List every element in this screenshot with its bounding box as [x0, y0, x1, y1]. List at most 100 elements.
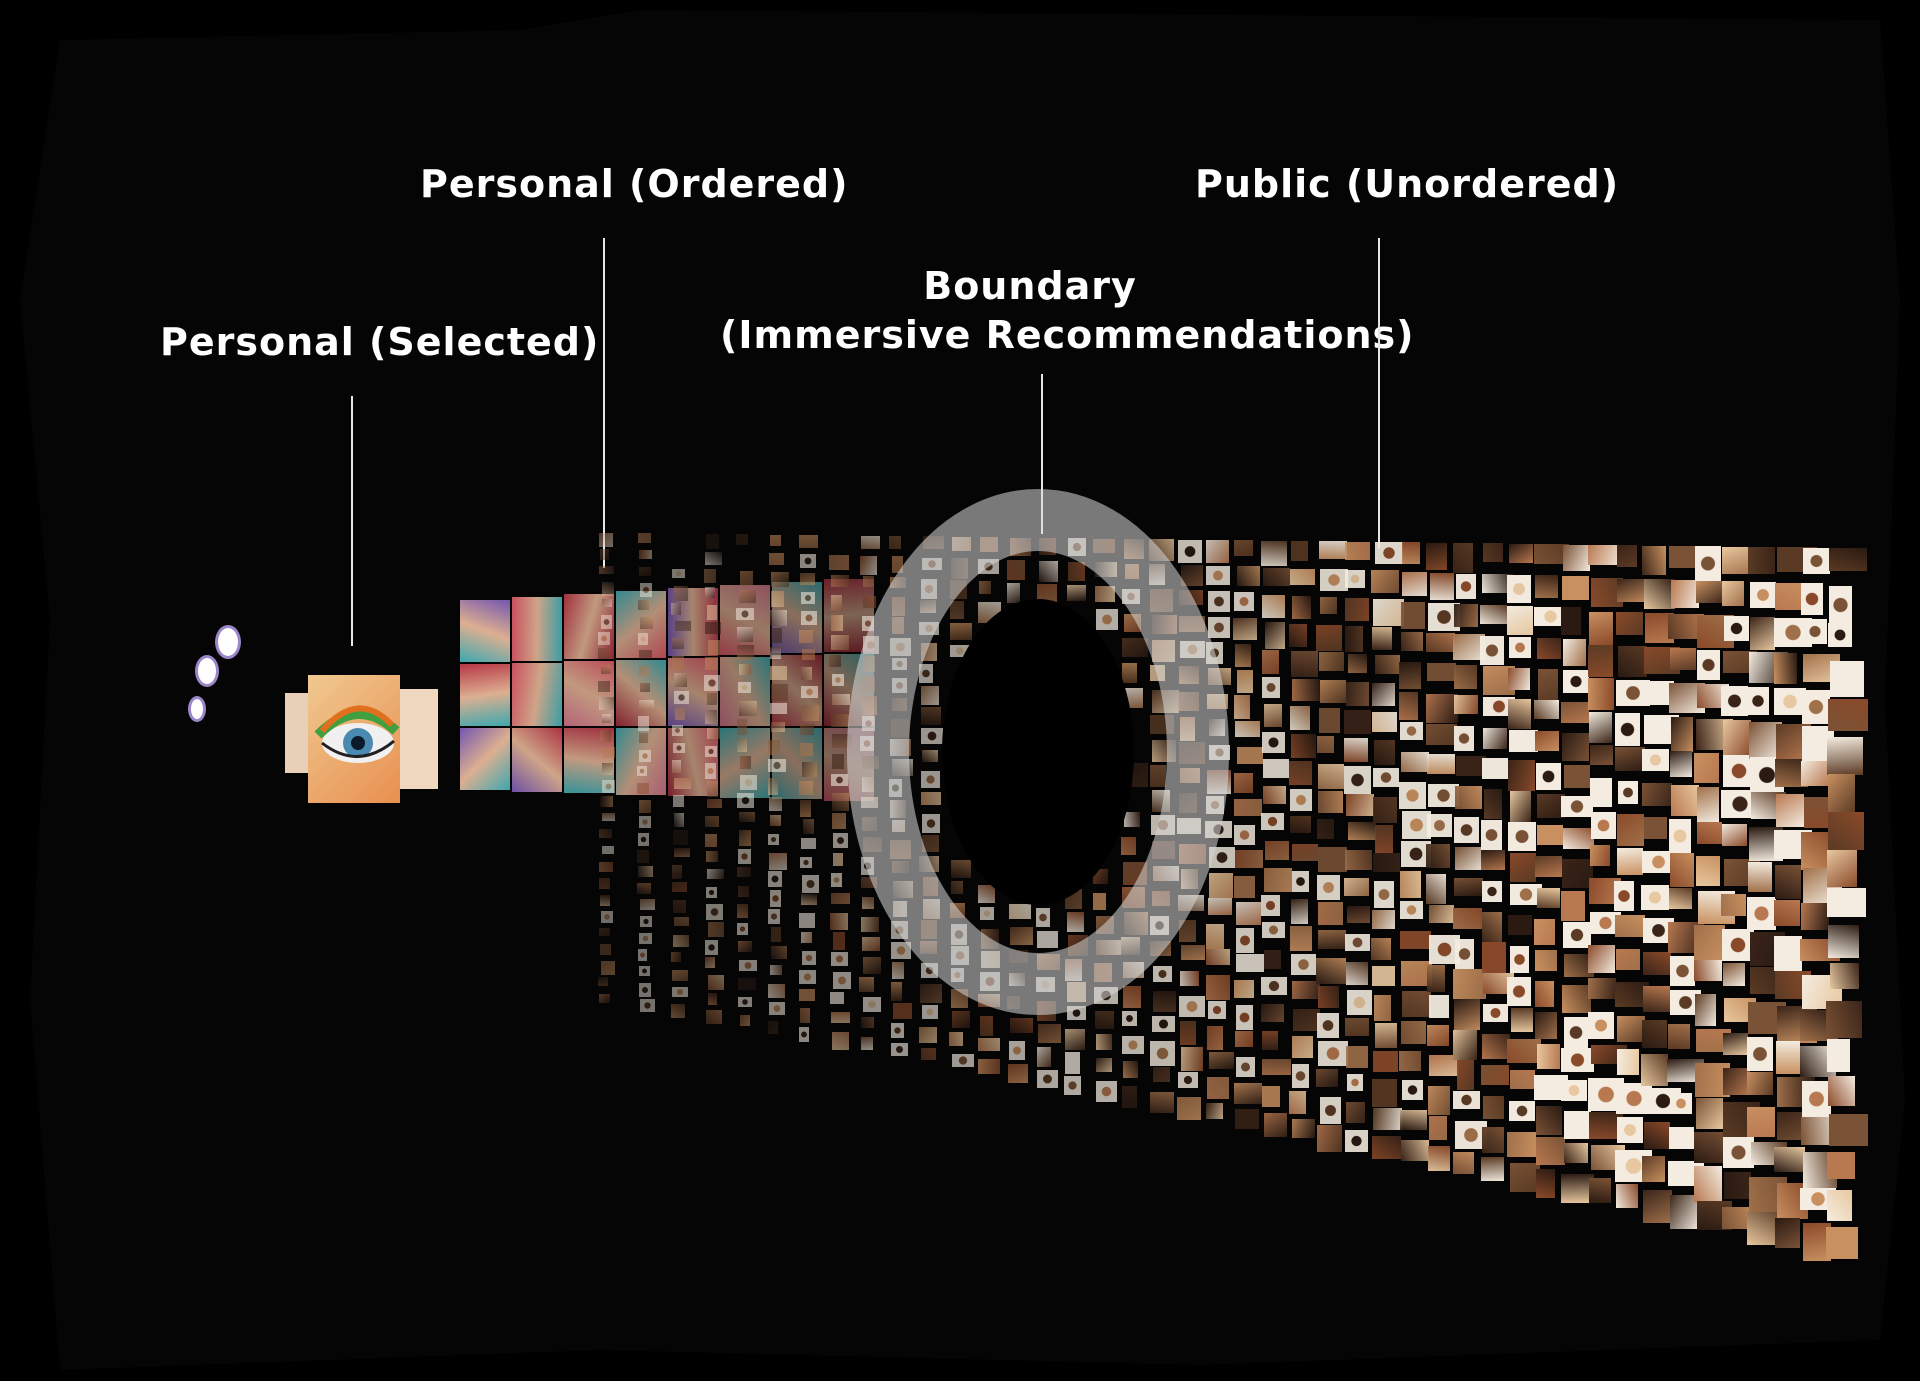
artifact-image[interactable] [1036, 584, 1057, 605]
artifact-image[interactable] [889, 536, 901, 549]
artifact-image[interactable] [1152, 740, 1176, 763]
artifact-image[interactable] [636, 882, 652, 895]
artifact-image[interactable] [1371, 966, 1396, 986]
artifact-image[interactable] [738, 996, 752, 1007]
artifact-image[interactable] [1346, 962, 1368, 985]
artifact-image[interactable] [1206, 975, 1231, 1000]
artifact-image[interactable] [921, 920, 937, 940]
artifact-image[interactable] [1561, 1174, 1594, 1203]
artifact-image[interactable] [919, 1026, 937, 1044]
artifact-image[interactable] [1696, 580, 1731, 603]
artifact-image[interactable] [1426, 693, 1459, 723]
artifact-image[interactable] [1615, 612, 1644, 635]
artifact-image[interactable] [1453, 908, 1483, 930]
artifact-image[interactable] [1344, 1018, 1369, 1037]
artifact-image[interactable] [1560, 701, 1590, 723]
artifact-image[interactable] [768, 852, 787, 870]
artifact-image[interactable] [639, 982, 651, 997]
artifact-image[interactable] [1749, 581, 1776, 608]
artifact-image[interactable] [672, 742, 685, 753]
artifact-image[interactable] [1346, 793, 1374, 817]
artifact-image[interactable] [1723, 720, 1752, 756]
artifact-image[interactable] [1509, 946, 1529, 974]
artifact-image[interactable] [1149, 915, 1170, 936]
artifact-image[interactable] [1318, 846, 1347, 872]
artifact-image[interactable] [1829, 963, 1859, 990]
artifact-image[interactable] [1234, 695, 1250, 719]
artifact-image[interactable] [1670, 853, 1695, 887]
artifact-image[interactable] [1398, 661, 1422, 690]
artifact-image[interactable] [1261, 595, 1286, 618]
artifact-image[interactable] [707, 692, 717, 706]
artifact-image[interactable] [673, 830, 689, 845]
artifact-image[interactable] [921, 962, 938, 978]
artifact-image[interactable] [1371, 683, 1396, 706]
artifact-image[interactable] [1428, 1085, 1451, 1116]
artifact-image[interactable] [1180, 869, 1199, 890]
artifact-image[interactable] [736, 626, 753, 642]
artifact-image[interactable] [639, 666, 649, 676]
artifact-image[interactable] [1774, 900, 1800, 926]
artifact-image[interactable] [1507, 977, 1531, 1006]
artifact-image[interactable] [1400, 1140, 1429, 1161]
artifact-image[interactable] [1507, 1131, 1536, 1157]
artifact-image[interactable] [1152, 614, 1177, 634]
artifact-image[interactable] [1262, 649, 1279, 674]
artifact-image[interactable] [704, 939, 718, 955]
artifact-image[interactable] [1292, 596, 1312, 619]
artifact-image[interactable] [951, 1053, 974, 1067]
artifact-image[interactable] [1428, 904, 1455, 923]
artifact-image[interactable] [1826, 849, 1858, 888]
artifact-image[interactable] [736, 737, 747, 753]
artifact-image[interactable] [1774, 1147, 1805, 1172]
artifact-image[interactable] [1801, 689, 1831, 724]
artifact-image[interactable] [1827, 812, 1865, 850]
artifact-image[interactable] [799, 1007, 810, 1023]
artifact-image[interactable] [1507, 574, 1532, 604]
artifact-image[interactable] [1722, 928, 1755, 962]
artifact-image[interactable] [1150, 1091, 1174, 1113]
artifact-image[interactable] [977, 1059, 1001, 1074]
artifact-image[interactable] [1480, 1157, 1504, 1181]
artifact-image[interactable] [1590, 778, 1613, 807]
artifact-image[interactable] [1642, 850, 1675, 874]
artifact-image[interactable] [673, 847, 691, 857]
artifact-image[interactable] [830, 614, 843, 632]
artifact-image[interactable] [1535, 1168, 1556, 1199]
artifact-image[interactable] [830, 952, 848, 967]
artifact-image[interactable] [1291, 953, 1316, 976]
artifact-image[interactable] [1345, 934, 1370, 951]
artifact-image[interactable] [1643, 1121, 1670, 1150]
selected-image-stack[interactable] [280, 675, 440, 805]
artifact-image[interactable] [1006, 560, 1025, 581]
artifact-image[interactable] [1151, 1016, 1175, 1032]
artifact-image[interactable] [1235, 850, 1264, 868]
artifact-image[interactable] [1426, 814, 1452, 837]
artifact-image[interactable] [1038, 537, 1056, 556]
artifact-image[interactable] [1670, 785, 1700, 816]
artifact-image[interactable] [1234, 1082, 1263, 1105]
artifact-image[interactable] [1179, 793, 1198, 813]
artifact-image[interactable] [768, 908, 780, 925]
artifact-image[interactable] [1562, 544, 1590, 571]
artifact-image[interactable] [1535, 1137, 1565, 1166]
artifact-image[interactable] [948, 1032, 964, 1046]
artifact-image[interactable] [671, 603, 682, 615]
artifact-image[interactable] [799, 913, 816, 929]
artifact-image[interactable] [1318, 985, 1339, 1008]
artifact-image[interactable] [1507, 667, 1530, 691]
artifact-image[interactable] [1724, 1171, 1751, 1199]
artifact-image[interactable] [1179, 1021, 1196, 1045]
artifact-image[interactable] [950, 622, 972, 641]
artifact-image[interactable] [1317, 791, 1343, 813]
artifact-image[interactable] [1290, 733, 1317, 759]
artifact-image[interactable] [1374, 1022, 1397, 1049]
artifact-image[interactable] [1292, 1036, 1314, 1059]
artifact-image[interactable] [638, 716, 650, 732]
artifact-image[interactable] [832, 793, 849, 812]
artifact-image[interactable] [1371, 626, 1393, 650]
artifact-image[interactable] [639, 616, 654, 629]
artifact-image[interactable] [1234, 721, 1261, 737]
artifact-image[interactable] [1320, 569, 1349, 591]
artifact-image[interactable] [770, 609, 787, 627]
